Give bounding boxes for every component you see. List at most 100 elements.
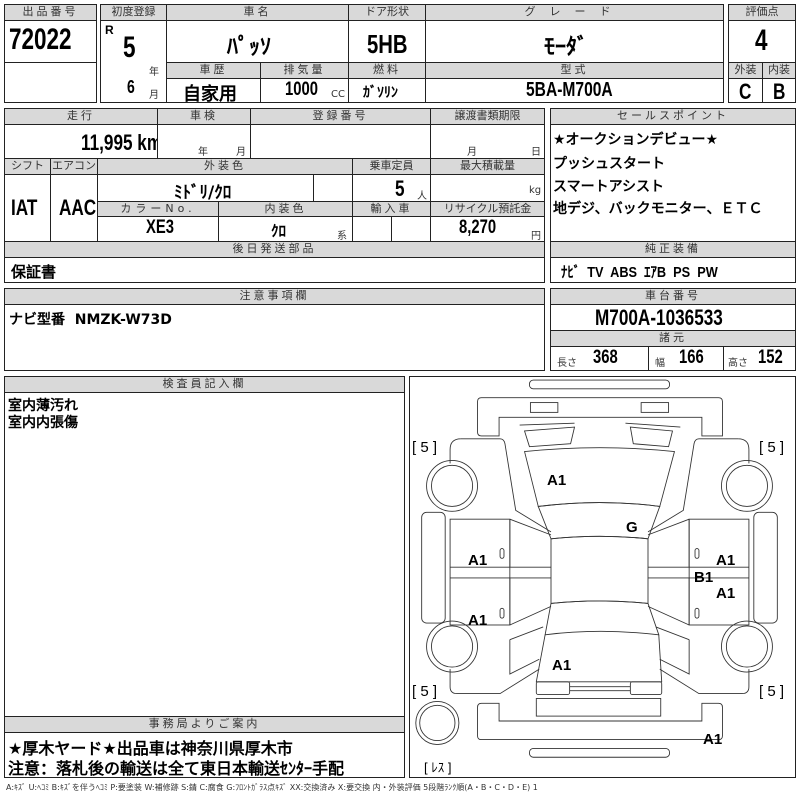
- displacement: 1000: [285, 79, 318, 100]
- lot-label: 出品番号: [4, 4, 97, 21]
- shift-label: シフト: [4, 158, 51, 175]
- capacity: 5: [395, 176, 405, 201]
- chassis-number: M700A-1036533: [595, 305, 723, 330]
- sales-point: スマートアシスト: [553, 179, 665, 195]
- reg-year: 5: [123, 31, 136, 64]
- inspector-label: 検査員記入欄: [4, 376, 405, 393]
- chassis-cell: M700A-1036533: [550, 304, 796, 331]
- interior-label: 内装: [762, 62, 796, 79]
- chassis-label: 車台番号: [550, 288, 796, 305]
- mileage-cell: 11,995 km: [4, 124, 162, 159]
- mark-left-front-door: A1: [468, 552, 488, 569]
- grade-label: グレード: [425, 4, 724, 21]
- fuel: ｶﾞｿﾘﾝ: [363, 85, 398, 101]
- recycle-cell: 8,270 円: [430, 216, 545, 242]
- equipment-label: 純正装備: [550, 241, 796, 258]
- sales-point: ★オークションデビュー★: [553, 132, 719, 148]
- office-note: ★厚木ヤード★出品車は神奈川県厚木市: [8, 739, 293, 758]
- grade-cell: ﾓｰﾀﾞ: [425, 20, 724, 63]
- later-parts-label: 後日発送部品: [4, 241, 545, 258]
- car-outline: [415, 379, 778, 758]
- lot-number-cell: 72022: [4, 20, 97, 63]
- inspection-month-unit: 月: [236, 147, 246, 158]
- ext-color-label: 外装色: [97, 158, 353, 175]
- later-parts: 保証書: [11, 263, 57, 281]
- lot-number: 72022: [9, 23, 72, 56]
- displacement-cell: 1000 CC: [260, 78, 349, 103]
- import-cell-a: [352, 216, 392, 242]
- history-cell: 自家用: [166, 78, 261, 105]
- history: 自家用: [183, 84, 237, 105]
- max-load-cell: kg: [430, 174, 545, 202]
- aircon: AAC: [59, 195, 97, 220]
- registration-cell: [250, 124, 431, 159]
- kg-unit: kg: [529, 185, 542, 196]
- tire-rear-left: [ 5 ]: [412, 683, 438, 700]
- car-name: ﾊﾟｯｿ: [227, 35, 272, 60]
- inspection-label: 車検: [157, 108, 251, 125]
- inspection-cell: 年 月: [157, 124, 251, 159]
- cc-unit: CC: [331, 89, 345, 100]
- registration-label: 登録番号: [250, 108, 431, 125]
- aircon-cell: AAC: [50, 174, 98, 242]
- exterior-cell: C: [728, 78, 763, 104]
- car-name-label: 車名: [166, 4, 349, 21]
- model-code: 5BA-M700A: [526, 79, 613, 101]
- spare-tire: [ ﾚｽ ]: [424, 760, 452, 775]
- color-no-cell: XE3: [97, 216, 219, 242]
- fuel-label: 燃料: [348, 62, 426, 79]
- score: 4: [755, 24, 768, 57]
- length-cell: 長さ 368: [550, 346, 649, 371]
- height: 152: [758, 347, 783, 368]
- first-reg-month-cell: 6 月: [100, 77, 167, 103]
- tire-front-right: [ 5 ]: [759, 439, 785, 456]
- mark-right-rear-door: A1: [716, 585, 736, 602]
- sales-point: プッシュスタート: [553, 156, 665, 172]
- first-reg-cell: R 5 年: [100, 20, 167, 79]
- ext-color-cell: ﾐﾄﾞﾘ/ｸﾛ: [97, 174, 314, 203]
- transfer-day-unit: 日: [531, 147, 541, 158]
- displacement-label: 排気量: [260, 62, 349, 79]
- equipment: ﾅﾋﾞ TV ABS ｴｱB PS PW: [561, 264, 718, 281]
- tire-rear-right: [ 5 ]: [759, 683, 785, 700]
- width-label: 幅: [655, 358, 665, 369]
- mark-windshield: G: [626, 519, 638, 536]
- length: 368: [593, 347, 618, 368]
- int-color: ｸﾛ: [271, 222, 287, 240]
- capacity-label: 乗車定員: [352, 158, 431, 175]
- mark-left-rear-door: A1: [468, 612, 488, 629]
- car-name-cell: ﾊﾟｯｿ: [166, 20, 349, 63]
- later-parts-cell: 保証書: [4, 257, 545, 283]
- color-no-label: カラーNo.: [97, 201, 219, 217]
- inspector-note: 室内薄汚れ: [8, 398, 78, 414]
- import-cell-b: [391, 216, 431, 242]
- length-label: 長さ: [557, 358, 577, 369]
- fuel-cell: ｶﾞｿﾘﾝ: [348, 78, 426, 103]
- inspector-note: 室内内張傷: [8, 415, 78, 431]
- transfer-month-unit: 月: [467, 147, 477, 158]
- mark-trunk: A1: [552, 657, 572, 674]
- color-no: XE3: [146, 217, 175, 238]
- transfer-cell: 月 日: [430, 124, 545, 159]
- mark-hood: A1: [547, 472, 567, 489]
- inspection-year-unit: 年: [198, 147, 208, 158]
- score-label: 評価点: [728, 4, 796, 21]
- year-unit: 年: [149, 67, 159, 78]
- model-code-cell: 5BA-M700A: [425, 78, 724, 103]
- door-label: ドア形状: [348, 4, 426, 21]
- tire-front-left: [ 5 ]: [412, 439, 438, 456]
- int-color-cell: ｸﾛ 系: [218, 216, 353, 242]
- yen-unit: 円: [531, 231, 541, 242]
- score-cell: 4: [728, 20, 796, 63]
- int-color-unit: 系: [337, 231, 347, 242]
- mileage: 11,995 km: [81, 130, 163, 155]
- history-label: 車歴: [166, 62, 261, 79]
- damage-diagram: [ 5 ] [ 5 ] [ 5 ] [ 5 ] [ ﾚｽ ] A1 G A1 A…: [409, 376, 796, 778]
- specs-label: 諸元: [550, 330, 796, 347]
- import-label: 輸入車: [352, 201, 431, 217]
- width-cell: 幅 166: [648, 346, 724, 371]
- exterior-label: 外装: [728, 62, 763, 79]
- mark-right-front-door: A1: [716, 552, 736, 569]
- office-label: 事務局よりご案内: [4, 716, 405, 733]
